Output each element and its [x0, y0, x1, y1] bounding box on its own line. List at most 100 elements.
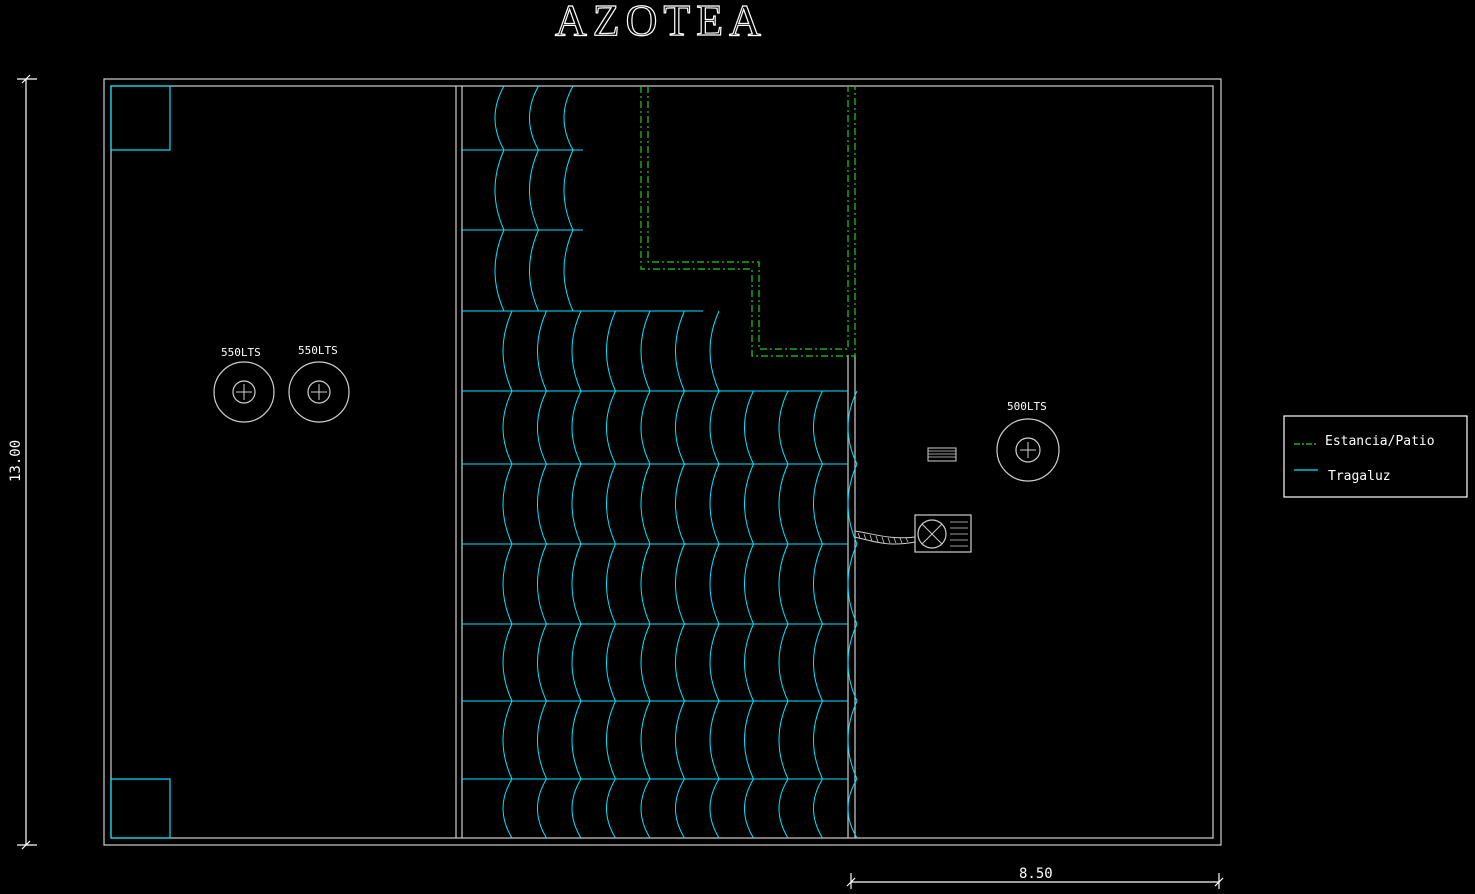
- skylight-arc: [778, 778, 789, 839]
- legend-patio-label: Estancia/Patio: [1325, 434, 1435, 449]
- skylight-arc: [778, 623, 789, 702]
- tank-1: [213, 361, 275, 423]
- skylight-arc: [537, 463, 547, 545]
- tank-3: [996, 418, 1060, 482]
- skylight-arc: [502, 778, 513, 839]
- skylight-arc: [744, 778, 754, 839]
- legend: [1283, 415, 1468, 498]
- skylight-arc: [675, 310, 685, 392]
- skylight-arc: [813, 463, 823, 545]
- skylight-arc: [847, 700, 858, 780]
- skylight-arc: [813, 700, 823, 780]
- skylight-arc: [640, 390, 651, 465]
- skylight-arc: [502, 390, 513, 465]
- skylight-arc: [571, 778, 582, 839]
- skylight-arc: [494, 85, 505, 151]
- skylight-arc: [744, 463, 754, 545]
- skylight-arc: [675, 623, 685, 702]
- skylight-arc: [640, 543, 651, 625]
- skylight-arc: [571, 310, 582, 392]
- skylight-arc: [813, 778, 823, 839]
- skylight-arc: [494, 149, 505, 231]
- skylight-arc: [529, 229, 539, 312]
- skylight-arc: [709, 390, 720, 465]
- skylight-arc: [502, 310, 513, 392]
- skylight-arc: [847, 623, 858, 702]
- skylight-arc: [744, 543, 754, 625]
- skylight-arc: [640, 310, 651, 392]
- dimension-width: [846, 873, 1224, 889]
- skylight-arc: [606, 390, 616, 465]
- dimension-height-label: 13.00: [8, 440, 24, 482]
- skylight-arc: [606, 623, 616, 702]
- skylight-arc: [709, 778, 720, 839]
- dimension-height: [17, 74, 37, 850]
- skylight-arc: [709, 623, 720, 702]
- skylight-arc: [529, 85, 539, 151]
- skylight-arc: [502, 623, 513, 702]
- skylight-arc: [675, 543, 685, 625]
- roof-outline-outer: [103, 78, 1222, 846]
- patio-outline: [640, 86, 856, 357]
- skylight-arc: [606, 463, 616, 545]
- skylight-arc: [537, 623, 547, 702]
- vent-grille: [927, 447, 957, 462]
- skylight-arc: [563, 229, 574, 312]
- skylight-arc: [606, 543, 616, 625]
- skylight-arc: [675, 463, 685, 545]
- skylight-arc: [502, 543, 513, 625]
- corner-square-top: [110, 85, 171, 151]
- dimension-width-label: 8.50: [1019, 866, 1053, 882]
- skylight-arc: [675, 778, 685, 839]
- skylight-arc: [537, 543, 547, 625]
- skylight-arc: [744, 700, 754, 780]
- tank-1-label: 550LTS: [221, 346, 261, 359]
- skylight-arc: [571, 623, 582, 702]
- skylight-arc: [494, 229, 505, 312]
- skylight-arc: [537, 700, 547, 780]
- skylight-arc: [606, 310, 616, 392]
- skylight-arc: [778, 463, 789, 545]
- skylight-arc: [640, 700, 651, 780]
- skylight-arc: [502, 700, 513, 780]
- skylight-arc: [571, 463, 582, 545]
- skylight-arc: [675, 390, 685, 465]
- skylight-arc: [847, 463, 858, 545]
- skylight-arc: [675, 700, 685, 780]
- skylight-arc: [640, 778, 651, 839]
- skylight-arc: [847, 778, 858, 839]
- skylight-pattern: [462, 85, 858, 839]
- skylight-arc: [813, 543, 823, 625]
- skylight-arc: [778, 390, 789, 465]
- skylight-arc: [709, 700, 720, 780]
- skylight-arc: [640, 623, 651, 702]
- skylight-arc: [709, 463, 720, 545]
- skylight-arc: [744, 623, 754, 702]
- skylight-arc: [502, 463, 513, 545]
- skylight-arc: [813, 623, 823, 702]
- skylight-arc: [709, 543, 720, 625]
- skylight-arc: [640, 463, 651, 545]
- skylight-arc: [606, 700, 616, 780]
- roof-outline-inner: [110, 85, 1214, 839]
- skylight-arc: [537, 310, 547, 392]
- ac-unit: [854, 514, 972, 553]
- skylight-arc: [847, 390, 858, 465]
- skylight-arc: [563, 149, 574, 231]
- skylight-arc: [606, 778, 616, 839]
- tank-2-label: 550LTS: [298, 344, 338, 357]
- skylight-arc: [709, 310, 720, 392]
- skylight-arc: [571, 700, 582, 780]
- drawing-title: AZOTEA: [555, 0, 767, 45]
- skylight-arc: [529, 149, 539, 231]
- skylight-arc: [778, 700, 789, 780]
- skylight-arc: [813, 390, 823, 465]
- skylight-arc: [847, 543, 858, 625]
- skylight-arc: [571, 390, 582, 465]
- legend-skylight-label: Tragaluz: [1328, 469, 1391, 484]
- tank-2: [288, 361, 350, 423]
- tank-3-label: 500LTS: [1007, 400, 1047, 413]
- skylight-arc: [537, 390, 547, 465]
- skylight-arc: [563, 85, 574, 151]
